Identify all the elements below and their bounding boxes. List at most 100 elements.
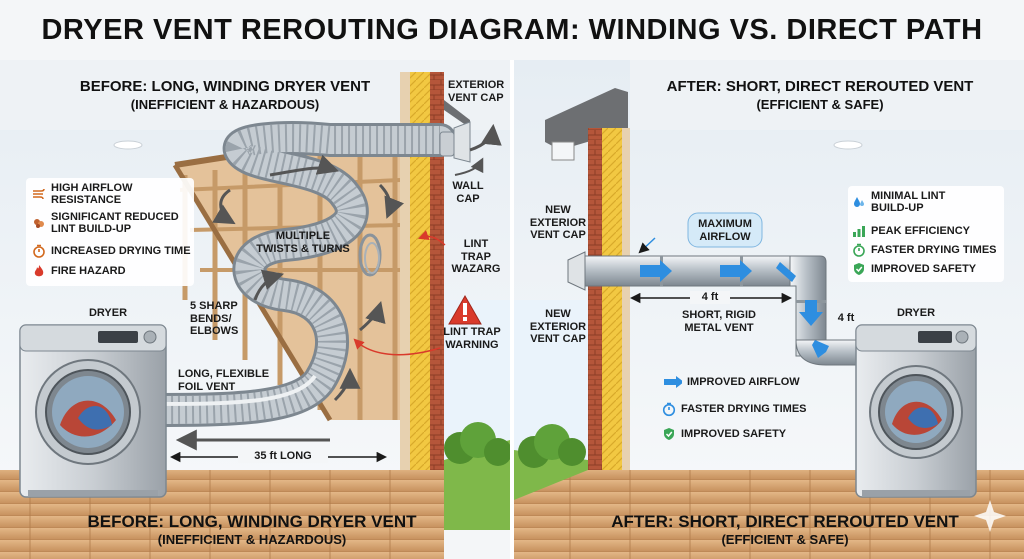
issue-airflow-line1: HIGH AIRFLOW <box>51 182 133 194</box>
after-subheading: (EFFICIENT & SAFE) <box>756 97 884 112</box>
left-exterior-cap <box>439 131 455 157</box>
bends-label-line3: ELBOWS <box>190 325 239 338</box>
wall-cap-label-line2: CAP <box>456 192 480 205</box>
sparkle-icon <box>974 500 1006 532</box>
horizontal-length-label: 4 ft <box>690 291 730 304</box>
rigid-metal-vent <box>567 251 861 366</box>
lint-trap-label-line3: WAZARG <box>451 263 501 276</box>
new-cap-bottom-label: NEW EXTERIOR VENT CAP <box>524 308 592 346</box>
foil-vent-label-line2: FOIL VENT <box>178 380 236 393</box>
check-shield-icon <box>664 428 674 440</box>
timer-icon <box>33 244 45 258</box>
timer-icon <box>853 243 865 257</box>
before-subheading: (INEFFICIENT & HAZARDOUS) <box>130 97 320 112</box>
vertical-length-label: 4 ft <box>837 312 855 324</box>
new-cap-bottom-label-line2: EXTERIOR <box>529 320 587 333</box>
warning-triangle-icon <box>448 294 482 325</box>
rigid-vent-label-line2: METAL VENT <box>684 321 754 334</box>
benefit-safety-line1: IMPROVED SAFETY <box>871 263 977 275</box>
benefit-drying: FASTER DRYING TIMES <box>852 243 997 257</box>
left-dryer <box>19 324 167 498</box>
twists-label-line2: TWISTS & TURNS <box>256 242 350 255</box>
new-cap-top-label-line1: NEW <box>545 204 571 216</box>
issue-lint-line1: SIGNIFICANT REDUCED <box>51 211 179 223</box>
exterior-cap-label-line1: EXTERIOR <box>448 79 505 91</box>
lint-trap-label: LINT TRAP WAZARG <box>448 238 504 276</box>
legend-improved-safety-label: IMPROVED SAFETY <box>681 428 787 440</box>
bends-label-line2: BENDS/ <box>190 312 232 325</box>
lint-icon <box>34 219 44 229</box>
issue-drying-time-line1: INCREASED DRYING TIME <box>51 245 191 257</box>
page-title: DRYER VENT REROUTING DIAGRAM: WINDING VS… <box>41 14 983 46</box>
new-cap-top-label-line2: EXTERIOR <box>529 216 587 229</box>
winding-foil-vent <box>133 121 457 427</box>
new-cap-top-label-line3: VENT CAP <box>530 229 586 242</box>
right-insulation <box>602 128 622 500</box>
right-brick-wall <box>588 128 602 500</box>
new-cap-bottom-label-line3: VENT CAP <box>530 333 586 346</box>
length-label: 35 ft LONG <box>238 450 328 463</box>
drop-icon <box>854 197 864 208</box>
left-bush <box>444 422 512 466</box>
exterior-cap-label: EXTERIOR VENT CAP <box>448 79 504 104</box>
panel-divider <box>510 60 514 559</box>
issue-lint-line2: LINT BUILD-UP <box>51 223 132 236</box>
timer-icon <box>662 402 676 417</box>
issue-fire: FIRE HAZARD <box>32 264 126 278</box>
wall-cap-label: WALL CAP <box>446 180 490 205</box>
warning-label-line2: WARNING <box>445 338 499 351</box>
legend-improved-airflow: IMPROVED AIRFLOW <box>660 375 800 389</box>
issue-fire-line1: FIRE HAZARD <box>51 265 126 277</box>
legend-improved-airflow-label: IMPROVED AIRFLOW <box>687 376 800 388</box>
lint-trap-label-line1: LINT <box>463 238 489 250</box>
legend-faster-drying-label: FASTER DRYING TIMES <box>681 403 807 415</box>
after-heading: AFTER: SHORT, DIRECT REROUTED VENT <box>666 78 974 95</box>
right-dryer <box>855 324 977 498</box>
chart-icon <box>853 226 865 237</box>
foil-vent-label-line1: LONG, FLEXIBLE <box>178 368 270 380</box>
benefit-drying-line1: FASTER DRYING TIMES <box>871 244 997 256</box>
rigid-vent-label: SHORT, RIGID METAL VENT <box>664 309 774 334</box>
benefit-safety: IMPROVED SAFETY <box>852 262 976 276</box>
lint-trap-label-line2: TRAP <box>461 250 491 263</box>
left-brick-wall <box>430 72 444 500</box>
left-dryer-label: DRYER <box>88 307 128 319</box>
arrow-icon <box>664 376 682 388</box>
new-cap-top-label: NEW EXTERIOR VENT CAP <box>524 204 592 242</box>
foil-vent-label: LONG, FLEXIBLE FOIL VENT <box>178 368 269 393</box>
before-bottom-subheading: (INEFFICIENT & HAZARDOUS) <box>157 532 347 547</box>
blue-flow-arrows <box>640 260 829 358</box>
issue-airflow-line2: RESISTANCE <box>51 194 122 207</box>
exterior-cap-label-line2: VENT CAP <box>448 91 504 104</box>
fire-icon <box>34 265 44 277</box>
benefit-lint-line1: MINIMAL LINT <box>871 190 946 202</box>
right-dryer-label: DRYER <box>896 307 936 319</box>
benefit-lint-line2: BUILD-UP <box>871 202 924 215</box>
bends-label: 5 SHARP BENDS/ ELBOWS <box>190 300 238 338</box>
left-flow-arrows <box>175 123 502 451</box>
issue-drying-time: INCREASED DRYING TIME <box>32 244 191 258</box>
twists-label-line1: MULTIPLE <box>275 230 331 242</box>
max-airflow-label: MAXIMUM AIRFLOW <box>688 218 762 243</box>
max-airflow-label-line2: AIRFLOW <box>699 230 751 243</box>
after-bottom-heading: AFTER: SHORT, DIRECT REROUTED VENT <box>611 512 959 531</box>
bends-label-line1: 5 SHARP <box>190 300 238 312</box>
left-insulation <box>410 72 430 500</box>
new-cap-bottom-label-line1: NEW <box>545 308 571 320</box>
before-heading: BEFORE: LONG, WINDING DRYER VENT <box>79 78 371 95</box>
check-shield-icon <box>854 263 864 275</box>
before-bottom-heading: BEFORE: LONG, WINDING DRYER VENT <box>87 512 417 531</box>
benefit-efficiency: PEAK EFFICIENCY <box>852 224 970 238</box>
max-airflow-pill <box>687 212 763 248</box>
wall-cap-label-line1: WALL <box>452 180 484 192</box>
after-bottom-subheading: (EFFICIENT & SAFE) <box>721 532 849 547</box>
right-bush <box>518 424 586 468</box>
warning-label: LINT TRAP WARNING <box>436 326 508 351</box>
